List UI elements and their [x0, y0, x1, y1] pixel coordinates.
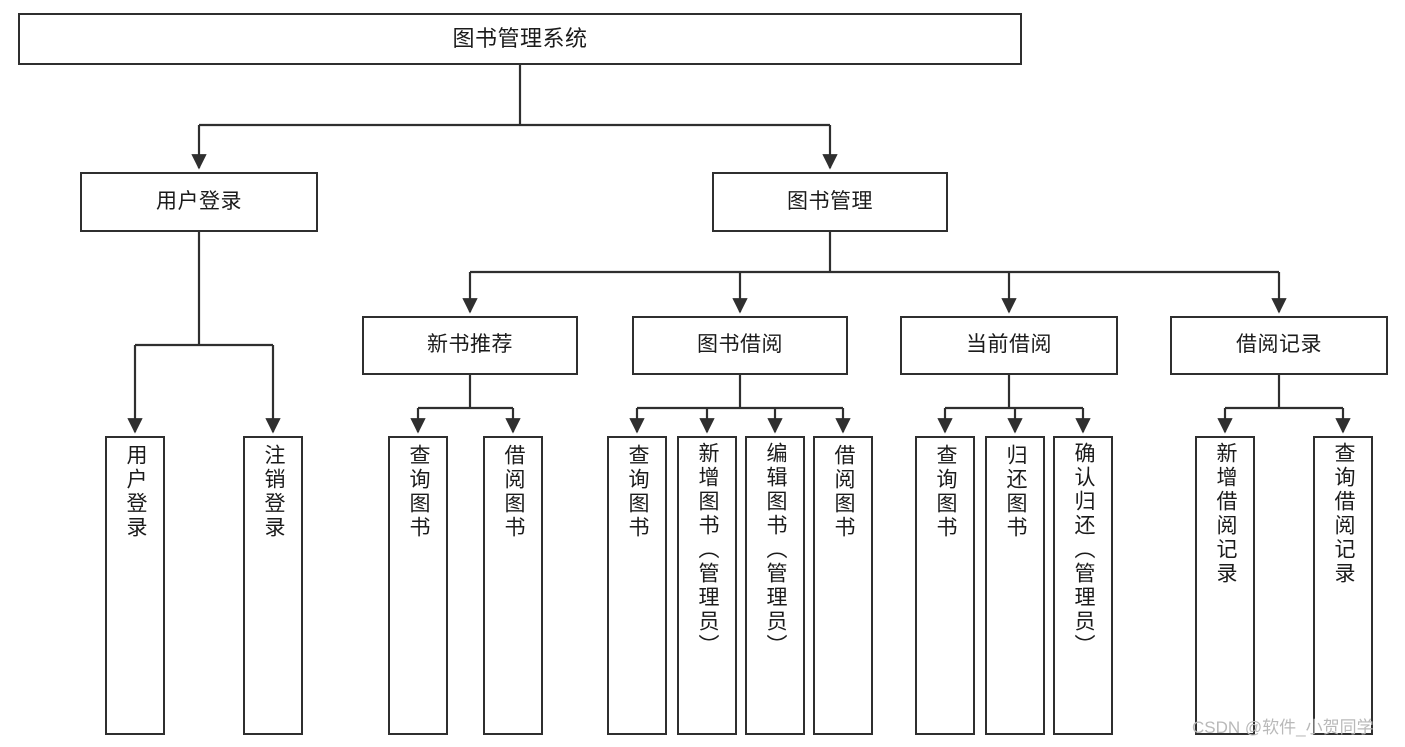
node-leaf-add-book[interactable]: 新增图书（管理员）	[677, 436, 737, 735]
node-leaf-edit-book-label: 编辑图书（管理员）	[764, 442, 788, 658]
node-leaf-add-book-label: 新增图书（管理员）	[696, 442, 720, 658]
node-leaf-query-book-3-label: 查询图书	[934, 444, 958, 540]
node-leaf-borrow-book-1[interactable]: 借阅图书	[483, 436, 543, 735]
node-borrow-record-label: 借阅记录	[1236, 333, 1322, 357]
node-book-manage[interactable]: 图书管理	[712, 172, 948, 232]
node-leaf-add-record[interactable]: 新增借阅记录	[1195, 436, 1255, 735]
node-leaf-user-login[interactable]: 用户登录	[105, 436, 165, 735]
node-borrow-record[interactable]: 借阅记录	[1170, 316, 1388, 375]
node-leaf-borrow-book-2-label: 借阅图书	[832, 444, 856, 540]
node-leaf-borrow-book-2[interactable]: 借阅图书	[813, 436, 873, 735]
node-new-book-recommend-label: 新书推荐	[427, 333, 513, 357]
node-leaf-query-book-3[interactable]: 查询图书	[915, 436, 975, 735]
node-leaf-return-book[interactable]: 归还图书	[985, 436, 1045, 735]
node-leaf-edit-book[interactable]: 编辑图书（管理员）	[745, 436, 805, 735]
node-leaf-query-record[interactable]: 查询借阅记录	[1313, 436, 1373, 735]
node-leaf-return-book-label: 归还图书	[1004, 444, 1028, 540]
node-leaf-query-book-1-label: 查询图书	[407, 444, 431, 540]
node-leaf-query-book-1[interactable]: 查询图书	[388, 436, 448, 735]
node-root[interactable]: 图书管理系统	[18, 13, 1022, 65]
node-leaf-add-record-label: 新增借阅记录	[1214, 442, 1238, 586]
node-leaf-query-book-2-label: 查询图书	[626, 444, 650, 540]
node-new-book-recommend[interactable]: 新书推荐	[362, 316, 578, 375]
node-leaf-confirm-return-label: 确认归还（管理员）	[1072, 442, 1096, 658]
node-leaf-user-logout-label: 注销登录	[262, 444, 286, 540]
node-leaf-user-login-label: 用户登录	[124, 444, 148, 540]
node-leaf-confirm-return[interactable]: 确认归还（管理员）	[1053, 436, 1113, 735]
csdn-watermark: CSDN @软件_小贺同学	[1192, 718, 1374, 737]
node-current-borrow[interactable]: 当前借阅	[900, 316, 1118, 375]
node-current-borrow-label: 当前借阅	[966, 333, 1052, 357]
node-user-login[interactable]: 用户登录	[80, 172, 318, 232]
node-leaf-user-logout[interactable]: 注销登录	[243, 436, 303, 735]
node-user-login-label: 用户登录	[156, 189, 242, 213]
node-book-borrow-label: 图书借阅	[697, 333, 783, 357]
node-book-manage-label: 图书管理	[787, 189, 873, 213]
node-leaf-query-book-2[interactable]: 查询图书	[607, 436, 667, 735]
node-leaf-borrow-book-1-label: 借阅图书	[502, 444, 526, 540]
node-book-borrow[interactable]: 图书借阅	[632, 316, 848, 375]
node-leaf-query-record-label: 查询借阅记录	[1332, 442, 1356, 586]
node-root-label: 图书管理系统	[452, 26, 588, 52]
